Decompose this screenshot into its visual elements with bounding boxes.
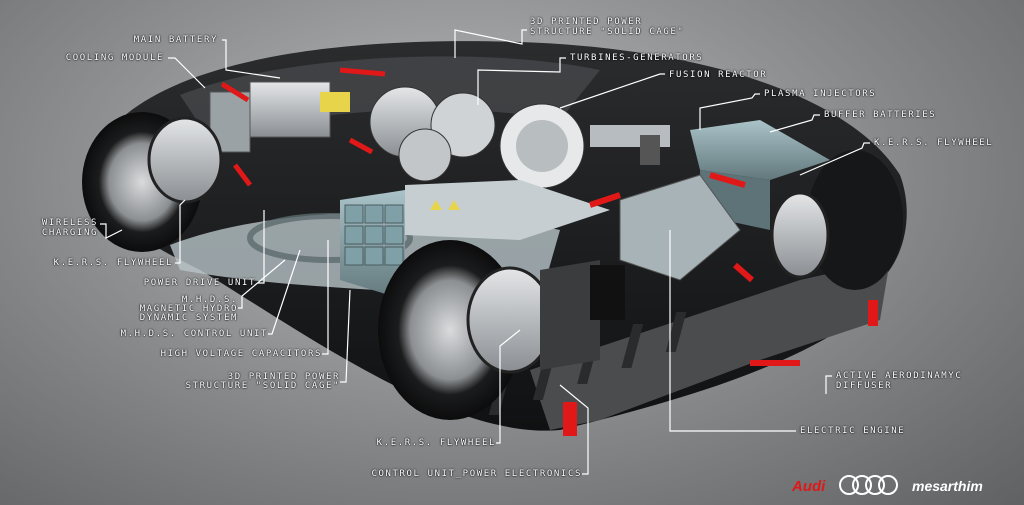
label-kers-flywheel-left: K.E.R.S. FLYWHEEL xyxy=(53,258,173,268)
rear-right-wheel xyxy=(770,150,903,290)
audi-rings-icon xyxy=(839,475,898,495)
label-mhds-line1: M.H.D.S. xyxy=(181,295,238,305)
label-plasma-injectors: PLASMA INJECTORS xyxy=(764,89,877,99)
label-kers-flywheel-bottom: K.E.R.S. FLYWHEEL xyxy=(376,438,496,448)
electric-engine xyxy=(619,174,741,281)
label-main-battery: MAIN BATTERY xyxy=(133,35,218,45)
label-high-voltage-capacitors: HIGH VOLTAGE CAPACITORS xyxy=(160,349,322,359)
main-battery xyxy=(249,81,331,138)
label-solid-cage-top-line2: STRUCTURE "SOLID CAGE" xyxy=(530,27,685,37)
label-electric-engine: ELECTRIC ENGINE xyxy=(800,426,906,436)
label-solid-cage-bottom-line2: STRUCTURE "SOLID CAGE" xyxy=(185,381,340,391)
front-left-wheel xyxy=(82,112,223,252)
label-kers-flywheel-right: K.E.R.S. FLYWHEEL xyxy=(874,138,994,148)
label-wireless-charging-line2: CHARGING xyxy=(41,228,98,238)
label-buffer-batteries: BUFFER BATTERIES xyxy=(824,110,937,120)
label-solid-cage-top-line1: 3D PRINTED POWER xyxy=(530,17,643,27)
label-wireless-charging-line1: WIRELESS xyxy=(41,218,98,228)
label-mhds-line3: DYNAMIC SYSTEM xyxy=(139,313,238,323)
label-mhds-line2: MAGNETIC HYDRO xyxy=(139,304,238,314)
designer-signature: mesarthim xyxy=(912,478,983,494)
front-right-wheel xyxy=(378,240,625,420)
buffer-batteries xyxy=(690,120,830,180)
label-turbines-generators: TURBINES-GENERATORS xyxy=(570,53,704,63)
label-active-diffuser-line2: DIFFUSER xyxy=(836,381,893,391)
label-active-diffuser-line1: ACTIVE AERODINAMYC xyxy=(836,371,963,381)
high-voltage-capacitors xyxy=(405,180,610,240)
label-cooling-module: COOLING MODULE xyxy=(65,53,164,63)
diffuser xyxy=(530,260,890,430)
label-solid-cage-bottom-line1: 3D PRINTED POWER xyxy=(227,372,340,382)
label-power-drive-unit: POWER DRIVE UNIT xyxy=(143,278,256,288)
label-control-unit-power-electronics: CONTROL UNIT_POWER ELECTRONICS xyxy=(371,469,582,479)
audi-logo-text: Audi xyxy=(792,478,826,495)
leader-lines xyxy=(100,29,870,475)
label-mhds-control-unit: M.H.D.S. CONTROL UNIT xyxy=(120,329,268,339)
label-fusion-reactor: FUSION REACTOR xyxy=(669,70,768,80)
